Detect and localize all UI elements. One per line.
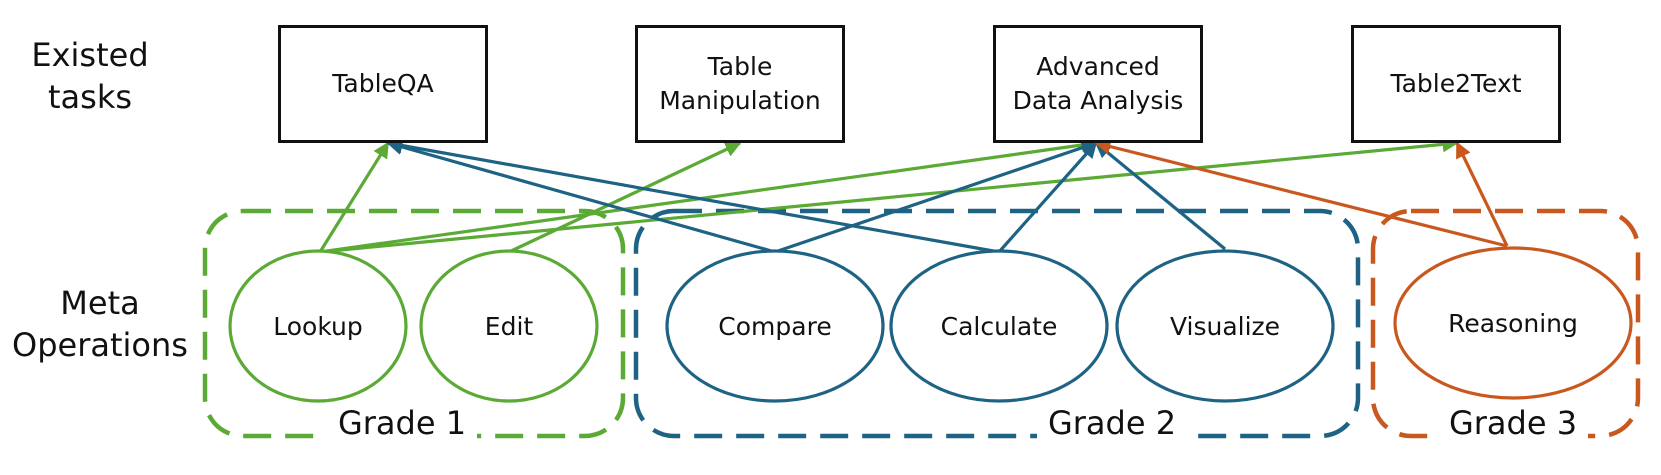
operation-compare-node [665, 249, 885, 403]
task-manip-label-line: Table [707, 52, 773, 81]
operation-edit-node [419, 249, 599, 403]
edge-visualize-to-ada [1094, 141, 1227, 251]
task-tableqa-label-line: TableQA [332, 69, 434, 98]
operation-reasoning-label: Reasoning [1448, 308, 1578, 338]
task-ada-label-line: Advanced [1036, 52, 1160, 81]
task-ada-label-line: Data Analysis [1012, 86, 1184, 115]
edge-reasoning-to-t2t [1455, 141, 1509, 247]
operation-visualize-node [1115, 249, 1335, 403]
task-t2t-label-line: Table2Text [1390, 69, 1522, 98]
edge-edit-to-manip [508, 141, 742, 254]
edge-lookup-to-t2t [319, 136, 1459, 254]
operation-calculate-node [889, 249, 1109, 403]
row-label-meta-operations: Meta Operations [12, 284, 188, 364]
task-t2t-box: Table2Text [1351, 25, 1561, 143]
edge-compare-to-ada [774, 140, 1098, 254]
task-manip-label-line: Manipulation [659, 86, 821, 115]
edge-compare-to-tableqa [386, 139, 776, 254]
grade-2-label: Grade 2 [1037, 406, 1187, 440]
operation-calculate-label: Calculate [940, 311, 1058, 341]
edge-calculate-to-ada [997, 141, 1098, 254]
edge-lookup-to-ada [319, 137, 1098, 254]
operation-visualize-label: Visualize [1169, 311, 1281, 341]
grade-2-group-box [633, 208, 1361, 439]
operation-edit-label: Edit [484, 311, 534, 341]
edge-lookup-to-tableqa [318, 141, 390, 253]
edge-calculate-to-tableqa [386, 137, 1000, 254]
operation-compare-label: Compare [718, 311, 832, 341]
edge-reasoning-to-ada [1094, 138, 1508, 248]
operation-reasoning-node [1393, 246, 1633, 400]
operation-lookup-label: Lookup [273, 311, 363, 341]
row-label-existed-tasks: Existed tasks [31, 36, 149, 116]
operation-lookup-node [228, 249, 408, 403]
task-tableqa-box: TableQA [278, 25, 488, 143]
grade-3-label: Grade 3 [1438, 406, 1588, 440]
grade-1-label: Grade 1 [327, 406, 477, 440]
